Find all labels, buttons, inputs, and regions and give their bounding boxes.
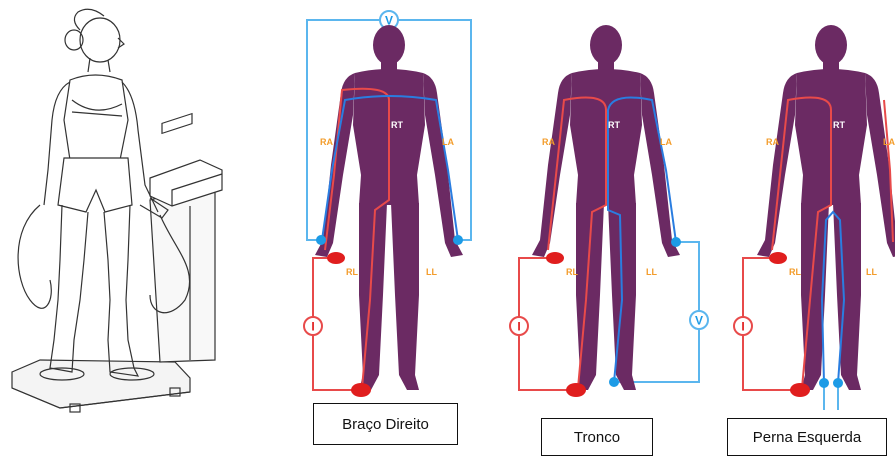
label-ll: LL	[646, 267, 657, 277]
body-figure	[532, 25, 680, 390]
electrode-right-foot-current	[351, 383, 371, 397]
electrode-left-foot-voltage	[833, 378, 843, 388]
label-la: LA	[442, 137, 454, 147]
electrode-right-foot-current	[566, 383, 586, 397]
electrode-right-foot-current	[790, 383, 810, 397]
label-rt: RT	[833, 120, 845, 130]
label-rt: RT	[391, 120, 403, 130]
electrode-right-hand-voltage	[316, 235, 326, 245]
ammeter-symbol: I	[311, 320, 314, 334]
label-ll: LL	[866, 267, 877, 277]
electrode-right-hand-current	[546, 252, 564, 264]
electrode-left-hand-voltage	[671, 237, 681, 247]
panel-trunk: I V RA LA RT RL LL	[510, 25, 708, 397]
ammeter-symbol: I	[517, 320, 520, 334]
caption-left-leg: Perna Esquerda	[727, 418, 887, 456]
label-ll: LL	[426, 267, 437, 277]
label-rt: RT	[608, 120, 620, 130]
label-ra: RA	[320, 137, 333, 147]
label-la: LA	[660, 137, 672, 147]
label-la: LA	[883, 137, 895, 147]
electrode-right-hand-current	[327, 252, 345, 264]
label-rl: RL	[789, 267, 801, 277]
label-rl: RL	[566, 267, 578, 277]
panel-left-leg: I RA LA RT RL LL	[734, 25, 895, 410]
electrode-right-hand-current	[769, 252, 787, 264]
electrode-left-foot-voltage	[609, 377, 619, 387]
panel-right-arm: V I RA LA RT RL LL	[304, 11, 471, 397]
ammeter-symbol: I	[741, 320, 744, 334]
voltmeter-symbol: V	[695, 314, 703, 328]
caption-trunk: Tronco	[541, 418, 653, 456]
body-figure	[315, 25, 463, 390]
scale-figure-drawing	[12, 9, 222, 412]
electrode-right-foot-voltage	[819, 378, 829, 388]
label-rl: RL	[346, 267, 358, 277]
caption-right-arm: Braço Direito	[313, 403, 458, 445]
label-ra: RA	[766, 137, 779, 147]
label-ra: RA	[542, 137, 555, 147]
electrode-left-hand-voltage	[453, 235, 463, 245]
